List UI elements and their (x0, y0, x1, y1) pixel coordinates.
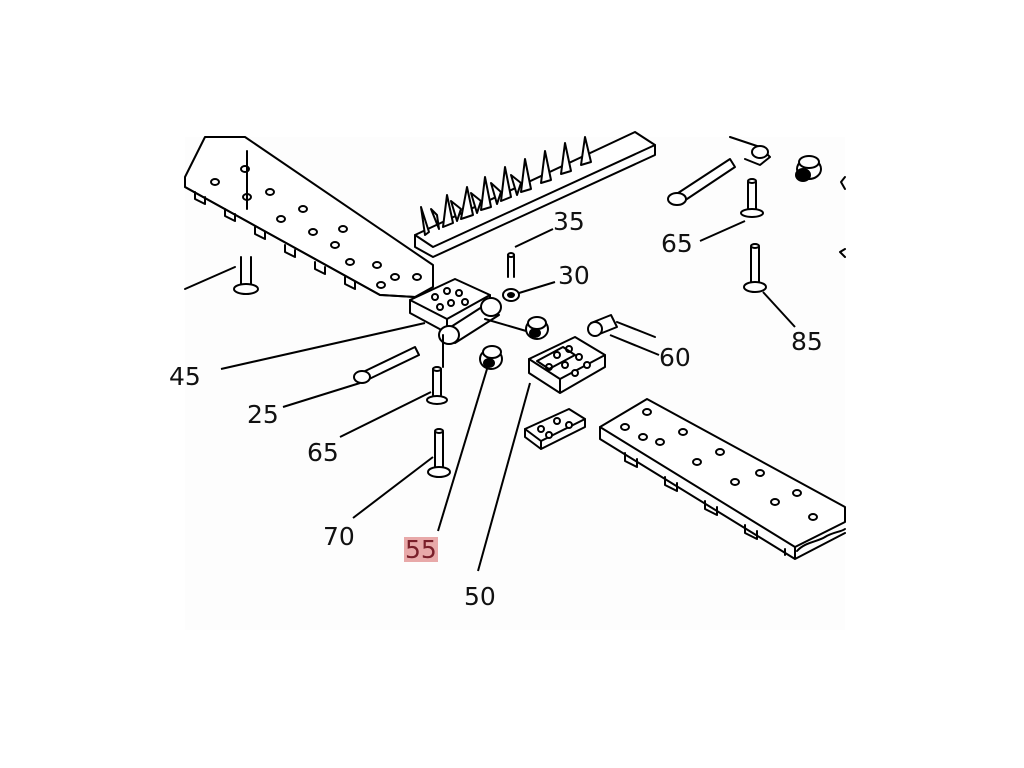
lower-right-rail (599, 398, 846, 560)
sleeve-60 (587, 314, 656, 338)
callout-45: 45 (169, 362, 201, 391)
leader-70 (352, 456, 434, 519)
bushing-center (525, 316, 549, 340)
callout-30: 30 (558, 261, 590, 290)
callout-60: 60 (659, 343, 691, 372)
leader-35 (514, 228, 554, 248)
leader-65-top (699, 220, 746, 242)
leader-lines (220, 220, 796, 572)
screw-35 (507, 252, 515, 278)
pin-25 (353, 346, 420, 384)
bushing-top-right (795, 155, 822, 182)
leader-55 (437, 368, 488, 532)
callout-65-top: 65 (661, 229, 693, 258)
callout-70: 70 (323, 522, 355, 551)
callout-50: 50 (464, 582, 496, 611)
leader-85 (762, 291, 796, 328)
leader-30 (518, 281, 556, 294)
callout-85: 85 (791, 327, 823, 356)
right-edge-fragment (839, 176, 846, 258)
upper-left-rail (184, 136, 434, 298)
callout-65-lower: 65 (307, 438, 339, 467)
washer-30 (502, 288, 520, 302)
callout-35: 35 (553, 207, 585, 236)
leader-45 (220, 322, 426, 370)
screw-65-lower (426, 334, 448, 405)
parts-diagram-canvas: 35 30 65 85 60 45 25 65 70 55 50 (169, 131, 846, 630)
comb-strip (414, 131, 656, 258)
bushing-55 (479, 345, 503, 370)
exploded-parts-drawing (184, 131, 846, 572)
right-hinge (528, 336, 606, 394)
screw-70 (427, 428, 451, 478)
top-right-hinge (729, 136, 771, 166)
left-hinge (409, 278, 534, 345)
small-plate (524, 408, 586, 450)
leader-65-lower (339, 391, 432, 438)
callout-25: 25 (247, 400, 279, 429)
leader-50 (477, 382, 531, 572)
screw-85 (743, 243, 767, 293)
leader-60 (609, 334, 660, 356)
leader-25 (282, 382, 361, 408)
callout-55-highlighted: 55 (404, 535, 438, 564)
long-pin-top (667, 158, 736, 206)
screw-65-top (740, 178, 764, 218)
